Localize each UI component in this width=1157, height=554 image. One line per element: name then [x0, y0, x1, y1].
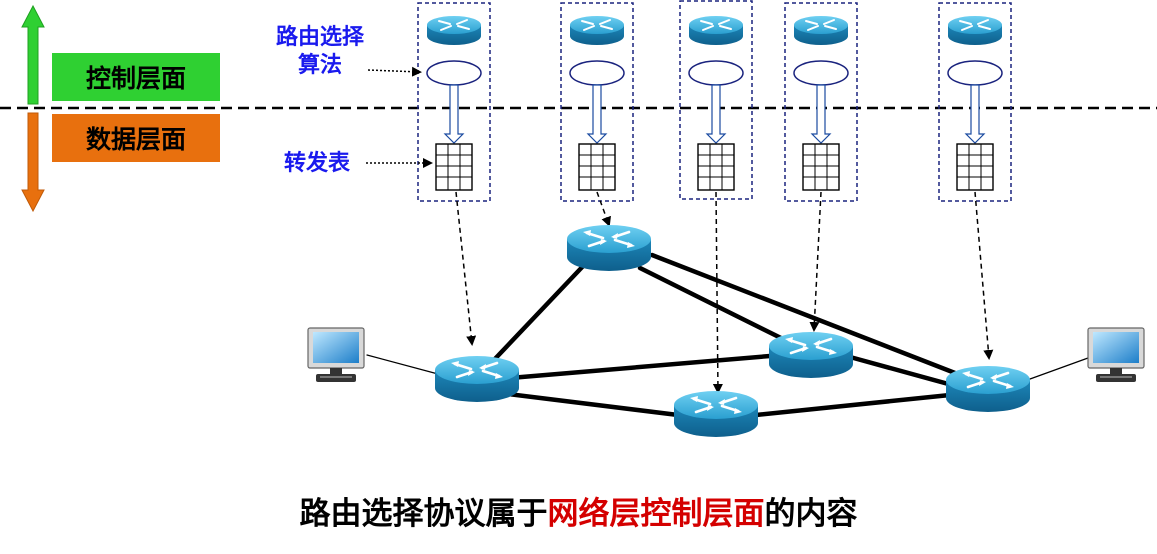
- routing-algorithm-label: 路由选择算法: [275, 25, 364, 78]
- down-arrow-icon: [21, 112, 45, 213]
- router-stack-1: [417, 2, 491, 202]
- router-icon: [565, 223, 653, 273]
- router-stack-5: [938, 2, 1012, 202]
- router-icon: [944, 364, 1032, 414]
- table-to-router-arrows: [455, 191, 994, 394]
- router-stack-2: [560, 2, 634, 202]
- router-icon: [433, 354, 521, 404]
- router-stack-4: [784, 2, 858, 202]
- up-arrow-icon: [21, 4, 45, 105]
- router-stack-3: [679, 0, 753, 200]
- forwarding-table-label: 转发表: [283, 151, 350, 176]
- routing-algo-pointer: [367, 66, 422, 77]
- caption: 路由选择协议属于网络层控制层面的内容: [0, 488, 1157, 533]
- caption-suffix: 的内容: [764, 496, 858, 532]
- data-plane-label: 数据层面: [52, 114, 220, 162]
- network-links: [366, 252, 1089, 418]
- caption-prefix: 路由选择协议属于: [299, 496, 548, 532]
- caption-highlight: 网络层控制层面: [547, 496, 765, 532]
- router-icon: [767, 330, 855, 380]
- router-icon: [672, 389, 760, 439]
- control-plane-label: 控制层面: [52, 53, 220, 101]
- computer-icon: [307, 327, 365, 383]
- computer-icon: [1087, 327, 1145, 383]
